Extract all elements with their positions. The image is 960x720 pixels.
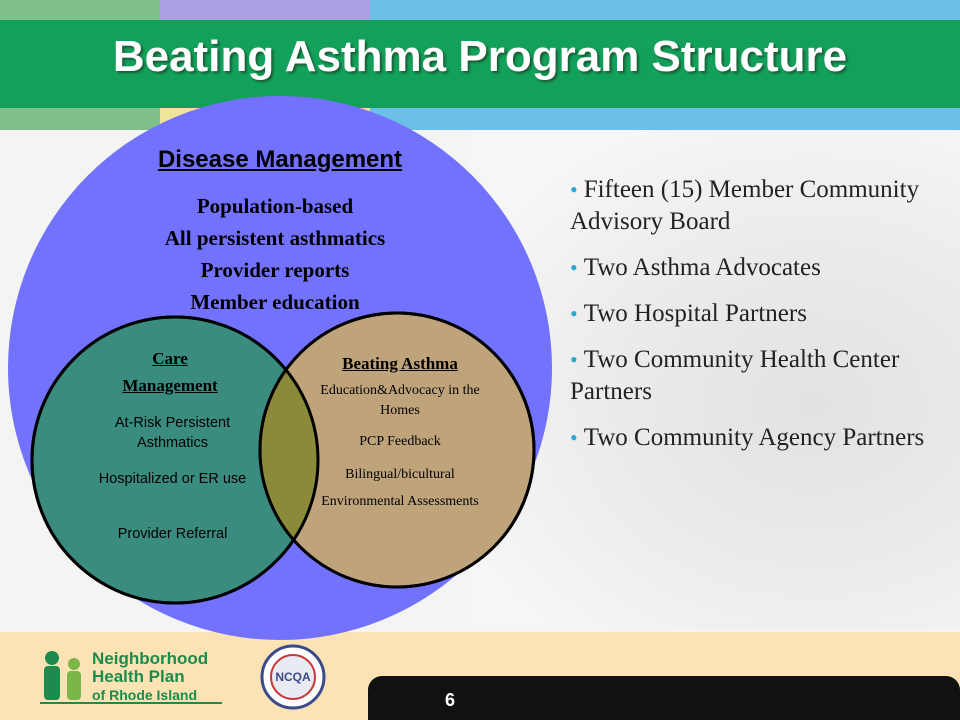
ba-item-pcp: PCP Feedback — [359, 434, 441, 449]
bullet-dot-icon: • — [570, 425, 578, 450]
bullet-dot-icon: • — [570, 301, 578, 326]
dm-line-persistent: All persistent asthmatics — [164, 226, 386, 250]
nhp-logo-icon — [40, 651, 222, 704]
cm-item-at-risk: At-Risk Persistent Asthmatics — [114, 415, 231, 451]
title-bar — [0, 20, 960, 108]
beating-asthma-title: Beating Asthma — [342, 354, 458, 373]
partner-bullet-list: •Fifteen (15) Member Community Advisory … — [570, 174, 950, 468]
bullet-item: •Two Hospital Partners — [570, 300, 807, 327]
bullet-dot-icon: • — [570, 177, 578, 202]
cm-item-hospitalized: Hospitalized or ER use — [98, 471, 247, 487]
ba-item-education: Education&Advocacy in the Homes — [320, 383, 480, 418]
dm-line-population: Population-based — [196, 194, 354, 218]
page-number: 6 — [444, 690, 455, 710]
bullet-dot-icon: • — [570, 347, 578, 372]
bullet-item: •Two Asthma Advocates — [570, 254, 821, 281]
svg-text:NCQA: NCQA — [275, 670, 311, 684]
ba-item-environmental: Environmental Assessments — [321, 494, 479, 509]
dm-line-reports: Provider reports — [200, 258, 350, 282]
nhp-logo-text: Neighborhood Health Plan of Rhode Island — [92, 649, 209, 704]
dm-line-education: Member education — [190, 290, 360, 314]
bullet-item: •Two Community Agency Partners — [570, 424, 925, 451]
bullet-dot-icon: • — [570, 255, 578, 280]
care-management-title-1: Care — [152, 349, 188, 368]
ba-item-bilingual: Bilingual/bicultural — [345, 467, 455, 482]
bullet-item: •Two Community Health Center Partners — [570, 346, 900, 405]
slide-title: Beating Asthma Program Structure — [112, 32, 848, 81]
care-management-title-2: Management — [122, 376, 218, 395]
page-number-tab — [368, 676, 960, 720]
cm-item-referral: Provider Referral — [117, 526, 228, 542]
disease-management-title: Disease Management — [157, 146, 403, 173]
ncqa-seal-icon: NCQA — [260, 644, 326, 710]
bullet-item: •Fifteen (15) Member Community Advisory … — [570, 176, 920, 235]
